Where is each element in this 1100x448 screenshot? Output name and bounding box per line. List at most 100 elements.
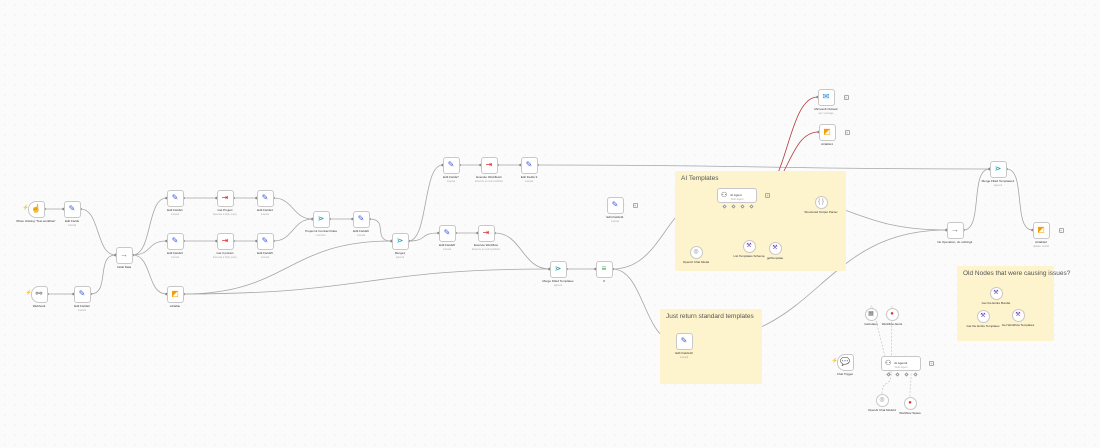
node-subtitle: Execute a SQL query xyxy=(213,255,237,259)
workflow-node[interactable]: ✎ xyxy=(520,156,538,174)
node-subtitle: manual xyxy=(77,308,87,312)
workflow-node[interactable]: ⇥ xyxy=(480,156,498,174)
workflow-node[interactable]: ⚒ xyxy=(989,286,1003,300)
openai-icon: ◎ xyxy=(693,249,699,255)
workflow-node[interactable]: ◩ xyxy=(1032,221,1050,239)
tool-icon: ⚒ xyxy=(772,245,778,251)
connection-wire[interactable] xyxy=(408,164,443,242)
workflow-node[interactable]: ✎ xyxy=(256,189,274,207)
workflow-node[interactable]: ◎ xyxy=(689,245,703,259)
pencil-icon: ✎ xyxy=(680,336,688,345)
sticky-note-title: Just return standard templates xyxy=(666,313,754,320)
arrow-right-icon: → xyxy=(951,225,959,234)
workflow-node[interactable]: ✎ xyxy=(352,210,370,228)
node-label: Calculator xyxy=(864,321,878,326)
workflow-node[interactable]: ⋗ xyxy=(549,260,567,278)
node-label: OpenAI Chat Model1 xyxy=(867,407,897,412)
workflow-node[interactable]: { } xyxy=(814,195,828,209)
tool-icon: ⚒ xyxy=(993,290,999,296)
workflow-node[interactable]: ⇥ xyxy=(216,189,234,207)
workflow-node[interactable]: ✎ xyxy=(606,196,624,214)
workflow-node[interactable]: ≡ xyxy=(595,260,613,278)
node-subtitle: manual xyxy=(679,355,689,359)
connection-wire[interactable] xyxy=(183,240,392,295)
sticky-note[interactable]: Old Nodes that were causing issues? xyxy=(957,266,1070,341)
connection-wire[interactable] xyxy=(132,254,167,295)
add-node-button[interactable]: + xyxy=(843,94,849,100)
workflow-node[interactable]: → xyxy=(946,221,964,239)
merge-icon: ⋗ xyxy=(396,236,404,245)
node-label: Get Contract xyxy=(216,250,234,255)
workflow-node[interactable]: ✎ xyxy=(166,232,184,250)
connection-wire[interactable] xyxy=(369,218,392,242)
pencil-icon: ✎ xyxy=(357,214,365,223)
sticky-note-title: AI Templates xyxy=(681,175,719,182)
connection-wire[interactable] xyxy=(963,168,990,231)
connection-wire[interactable] xyxy=(273,218,313,242)
connection-wire[interactable] xyxy=(132,240,167,256)
tool-icon: ⚒ xyxy=(746,243,752,249)
workflow-node[interactable]: ◎ xyxy=(875,393,889,407)
ai-agent-node[interactable]: ⚇AI Agent xyxy=(717,187,757,203)
sub-node-connection[interactable] xyxy=(909,373,912,397)
add-node-button[interactable]: + xyxy=(632,202,638,208)
sub-node-connection[interactable] xyxy=(881,373,892,394)
workflow-node[interactable]: ✎ xyxy=(256,232,274,250)
workflow-node[interactable]: ⋗ xyxy=(391,232,409,250)
workflow-node[interactable]: ⚒ xyxy=(742,239,756,253)
workflow-node[interactable]: ✉ xyxy=(817,88,835,106)
agent-label: AI Agent xyxy=(730,192,742,197)
workflow-node[interactable]: ✎ xyxy=(63,200,81,218)
workflow-node[interactable]: ✎ xyxy=(73,285,91,303)
add-node-button[interactable]: + xyxy=(929,360,934,366)
workflow-node[interactable]: ● xyxy=(885,307,899,321)
workflow-node[interactable]: ▦ xyxy=(864,307,878,321)
workflow-node[interactable]: → xyxy=(115,246,133,264)
node-label: If xyxy=(603,278,605,283)
connection-wire[interactable] xyxy=(494,232,550,270)
workflow-node[interactable]: ⚒ xyxy=(768,241,782,255)
workflow-node[interactable]: ✎ xyxy=(438,224,456,242)
connection-wire[interactable] xyxy=(90,254,116,295)
sub-node-connection[interactable] xyxy=(890,305,893,376)
workflow-node[interactable]: ⇥ xyxy=(477,224,495,242)
node-subtitle: append xyxy=(395,255,405,259)
node-label: Project & Contract Data xyxy=(305,228,337,233)
node-subtitle: Execute an sub-workflow xyxy=(475,179,503,183)
node-subtitle: Execute an sub-workflow xyxy=(472,247,500,251)
workflow-node[interactable]: ⇥ xyxy=(216,232,234,250)
node-subtitle: get: message xyxy=(818,111,834,115)
add-node-button[interactable]: + xyxy=(844,129,850,135)
workflow-node[interactable]: ⚯ xyxy=(30,285,48,303)
workflow-node[interactable]: ✎ xyxy=(675,332,693,350)
pencil-icon: ✎ xyxy=(261,236,269,245)
workflow-node[interactable]: ● xyxy=(903,396,917,410)
node-subtitle: manual xyxy=(260,212,270,216)
workflow-node[interactable]: ⋗ xyxy=(989,160,1007,178)
connection-wire[interactable] xyxy=(1006,168,1033,231)
workflow-node[interactable]: ☝ xyxy=(27,200,45,218)
node-label: Edit Fields xyxy=(64,218,79,223)
workflow-node[interactable]: 💬 xyxy=(836,353,854,371)
connection-wire[interactable] xyxy=(273,197,313,220)
add-node-button[interactable]: + xyxy=(1058,227,1064,233)
connection-wire[interactable] xyxy=(80,208,116,256)
workflow-node[interactable]: ◩ xyxy=(166,285,184,303)
node-label: Get Project xyxy=(217,207,233,212)
workflow-node[interactable]: ⋗ xyxy=(312,210,330,228)
connection-wire[interactable] xyxy=(132,197,167,256)
connection-wire[interactable] xyxy=(183,268,550,295)
connection-wire[interactable] xyxy=(537,164,990,170)
workflow-node[interactable]: ⚒ xyxy=(976,309,990,323)
workflow-node[interactable]: ⚒ xyxy=(1011,308,1025,322)
workflow-node[interactable]: ✎ xyxy=(442,156,460,174)
trigger-bolt-icon: ⚡ xyxy=(22,205,29,211)
ai-agent-node[interactable]: ⚇AI Agent1 xyxy=(881,355,921,371)
add-node-button[interactable]: + xyxy=(765,192,770,198)
workflow-node[interactable]: ◩ xyxy=(818,123,836,141)
connection-wire[interactable] xyxy=(408,232,439,242)
sticky-note[interactable]: AI Templates xyxy=(675,171,846,271)
node-label: Get Workflow Templates xyxy=(1001,322,1035,327)
workflow-node[interactable]: ✎ xyxy=(166,189,184,207)
